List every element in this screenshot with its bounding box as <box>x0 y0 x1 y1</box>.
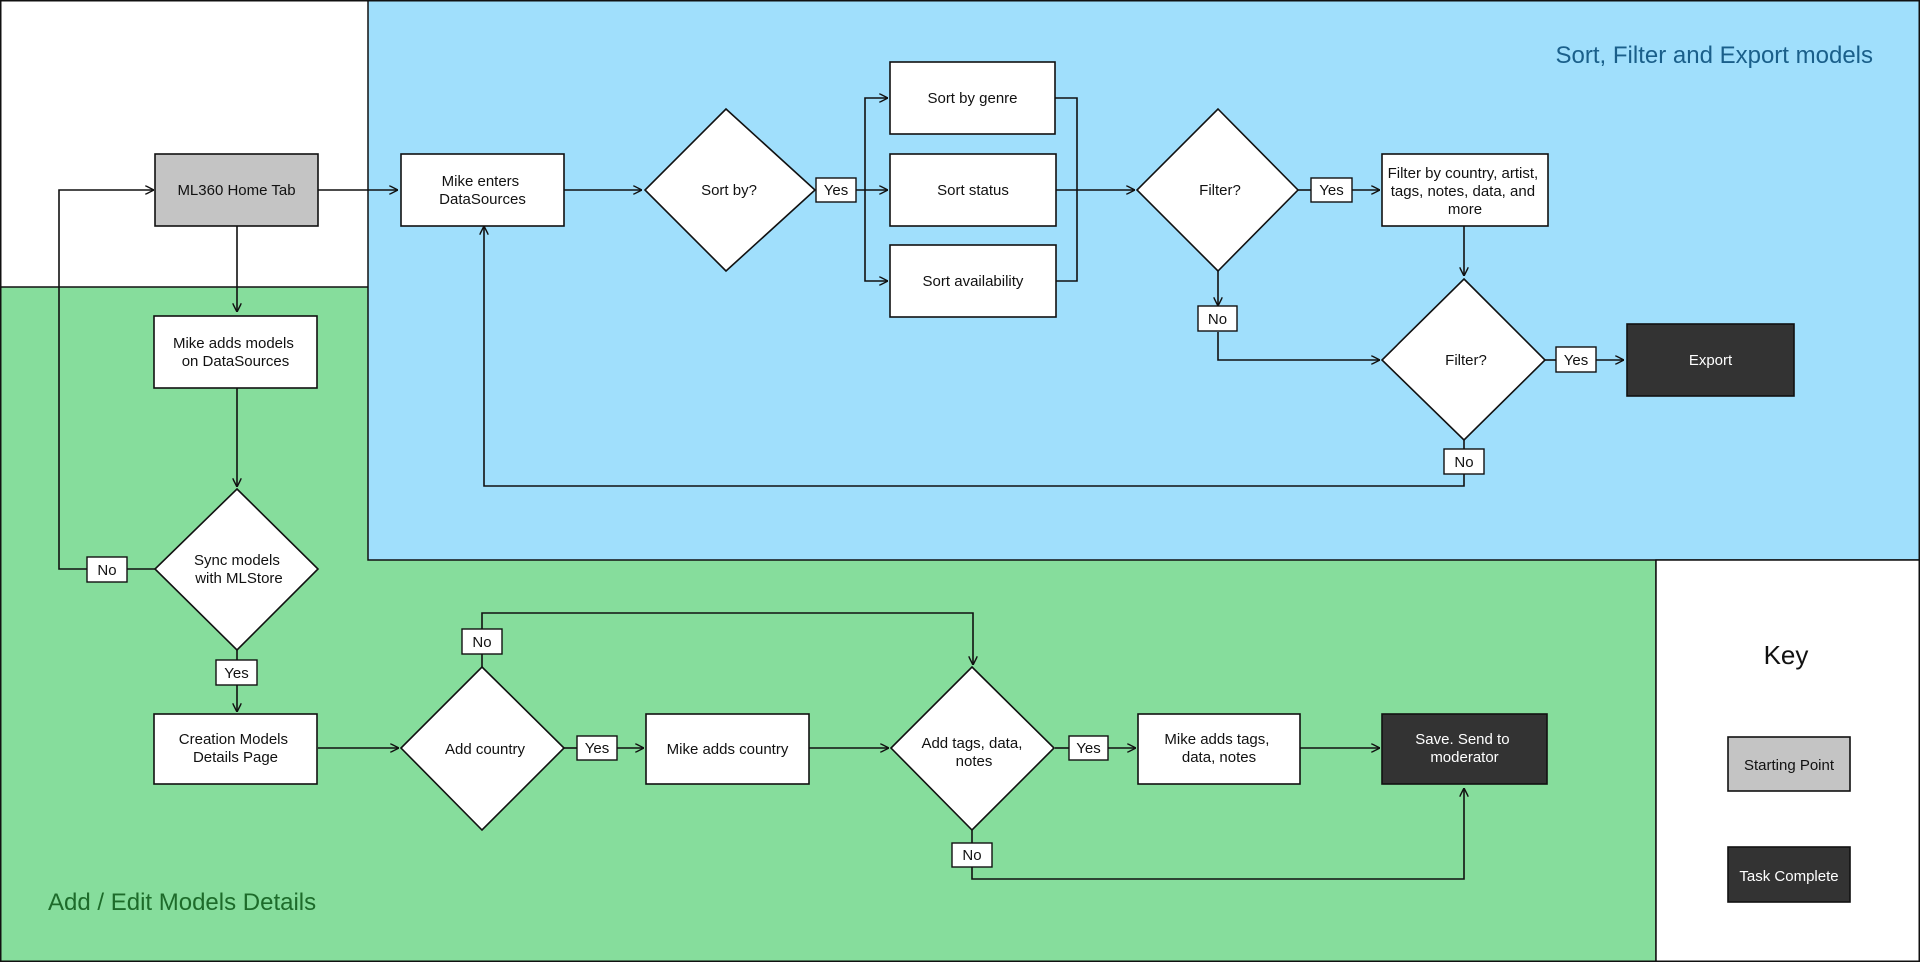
node-adds-tags-line-2: data, notes <box>1182 749 1256 766</box>
edge-no-to-add-tags <box>481 612 973 665</box>
node-adds-models: Mike adds models on DataSources <box>153 315 318 389</box>
label-filter2-yes: Yes <box>1555 346 1597 373</box>
label-sync-yes: Yes <box>215 659 258 686</box>
node-sync-line-1: Sync models <box>194 552 280 569</box>
node-add-tags-line-1: Add tags, data, <box>921 735 1022 752</box>
edge-no-to-save <box>971 788 1464 880</box>
label-filter2-no: No <box>1443 448 1485 475</box>
node-sort-by-decision: Sort by? <box>643 107 817 273</box>
node-sort-availability-label: Sort availability <box>923 273 1024 290</box>
node-add-country-label: Add country <box>445 741 526 758</box>
label-country-no-text: No <box>472 634 491 651</box>
svg-text:Mike adds tags, data, no: Mike adds tags, data, notes <box>1164 731 1273 766</box>
node-creation-page: Creation Models Details Page <box>153 713 318 785</box>
node-filter-2-label: Filter? <box>1445 352 1487 369</box>
node-home-tab: ML360 Home Tab <box>154 153 319 227</box>
node-export-label: Export <box>1689 352 1733 369</box>
node-export: Export <box>1626 323 1795 397</box>
label-filter1-no: No <box>1197 305 1238 332</box>
label-country-no: No <box>461 628 503 655</box>
svg-text:Mike enters DataSources: Mike enters DataSources <box>439 173 526 208</box>
svg-text:Save. Send to moderator: Save. Send to moderator <box>1415 731 1513 766</box>
label-sync-no: No <box>86 556 128 583</box>
node-sort-availability: Sort availability <box>889 244 1057 318</box>
node-filter-by-line-2: tags, notes, data, and <box>1391 183 1535 200</box>
key-starting-point: Starting Point <box>1727 736 1851 792</box>
node-filter-by-line-1: Filter by country, artist, <box>1388 165 1539 182</box>
key-title: Key <box>1764 640 1809 670</box>
label-filter2-yes-text: Yes <box>1564 352 1588 369</box>
label-country-yes: Yes <box>576 735 618 761</box>
edge-branch-to-genre <box>864 98 888 190</box>
node-filter-1-label: Filter? <box>1199 182 1241 199</box>
key-starting-point-label: Starting Point <box>1744 757 1835 774</box>
label-sync-no-text: No <box>97 562 116 579</box>
svg-text:Creation Models Details: Creation Models Details Page <box>179 731 292 766</box>
node-sort-genre-label: Sort by genre <box>927 90 1017 107</box>
label-filter1-yes: Yes <box>1310 177 1353 203</box>
label-sortby-yes: Yes <box>815 177 857 203</box>
node-adds-tags-line-1: Mike adds tags, <box>1164 731 1269 748</box>
node-sort-status-label: Sort status <box>937 182 1009 199</box>
label-filter1-no-text: No <box>1208 311 1227 328</box>
svg-text:Sync models with MLStore: Sync models with MLStore <box>194 552 284 587</box>
label-filter1-yes-text: Yes <box>1319 182 1343 199</box>
node-filter-by: Filter by country, artist, tags, notes, … <box>1381 153 1549 227</box>
node-sync-decision: Sync models with MLStore <box>153 487 320 652</box>
label-tags-no-text: No <box>962 847 981 864</box>
node-enters-line-1: Mike enters <box>442 173 520 190</box>
node-enters-line-2: DataSources <box>439 191 526 208</box>
node-sort-status: Sort status <box>889 153 1057 227</box>
node-adds-country: Mike adds country <box>645 713 810 785</box>
node-adds-models-line-2: on DataSources <box>182 353 290 370</box>
label-tags-yes-text: Yes <box>1076 740 1100 757</box>
svg-text:Add tags, data, notes: Add tags, data, notes <box>921 735 1026 770</box>
label-tags-yes: Yes <box>1068 735 1109 761</box>
node-adds-tags: Mike adds tags, data, notes <box>1137 713 1301 785</box>
node-creation-line-2: Details Page <box>193 749 278 766</box>
label-country-yes-text: Yes <box>585 740 609 757</box>
label-sortby-yes-text: Yes <box>824 182 848 199</box>
node-home-tab-label: ML360 Home Tab <box>177 182 295 199</box>
key-task-complete-label: Task Complete <box>1739 868 1838 885</box>
key-task-complete: Task Complete <box>1727 846 1851 903</box>
svg-text:Filter by country, artist,: Filter by country, artist, tags, notes, … <box>1388 165 1543 218</box>
node-save-line-1: Save. Send to <box>1415 731 1509 748</box>
node-save-send: Save. Send to moderator <box>1381 713 1548 785</box>
edge-no-to-enters <box>484 226 1465 487</box>
node-enters-datasources: Mike enters DataSources <box>400 153 565 227</box>
label-filter2-no-text: No <box>1454 454 1473 471</box>
node-add-tags-decision: Add tags, data, notes <box>889 665 1056 832</box>
node-sort-by-label: Sort by? <box>701 182 757 199</box>
edge-no-to-home <box>58 190 154 570</box>
node-sort-genre: Sort by genre <box>889 61 1056 135</box>
node-add-tags-line-2: notes <box>956 753 993 770</box>
node-filter-decision-2: Filter? <box>1380 277 1547 442</box>
node-filter-decision-1: Filter? <box>1135 107 1300 273</box>
node-creation-line-1: Creation Models <box>179 731 288 748</box>
region-title-sort-filter: Sort, Filter and Export models <box>1556 42 1873 69</box>
node-save-line-2: moderator <box>1430 749 1498 766</box>
node-filter-by-line-3: more <box>1448 201 1482 218</box>
label-tags-no: No <box>951 842 993 868</box>
node-adds-country-label: Mike adds country <box>667 741 789 758</box>
label-sync-yes-text: Yes <box>224 665 248 682</box>
node-add-country-decision: Add country <box>399 665 566 832</box>
edge-branch-to-availability <box>864 190 888 281</box>
node-sync-line-2: with MLStore <box>194 570 283 587</box>
region-sort-filter <box>367 0 1920 561</box>
node-adds-models-line-1: Mike adds models <box>173 335 294 352</box>
svg-text:Mike adds models on Data: Mike adds models on DataSources <box>173 335 298 370</box>
region-title-add-edit: Add / Edit Models Details <box>48 889 316 916</box>
edge-no-to-filter2 <box>1217 332 1380 360</box>
